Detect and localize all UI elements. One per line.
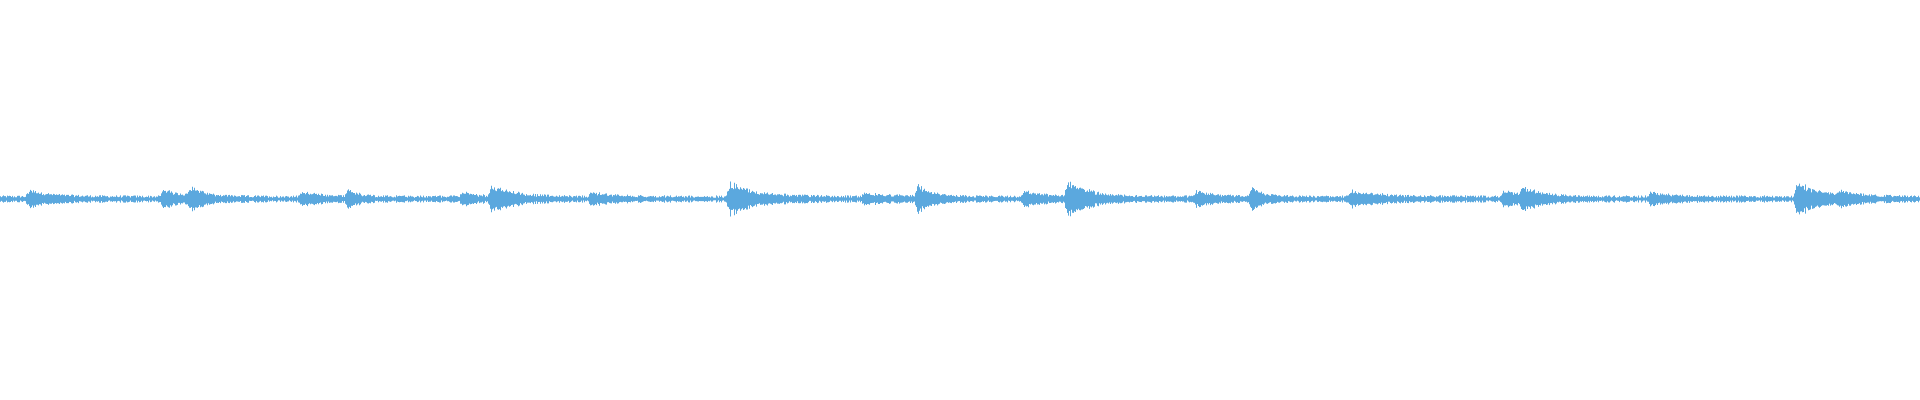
waveform-path bbox=[0, 181, 1920, 217]
